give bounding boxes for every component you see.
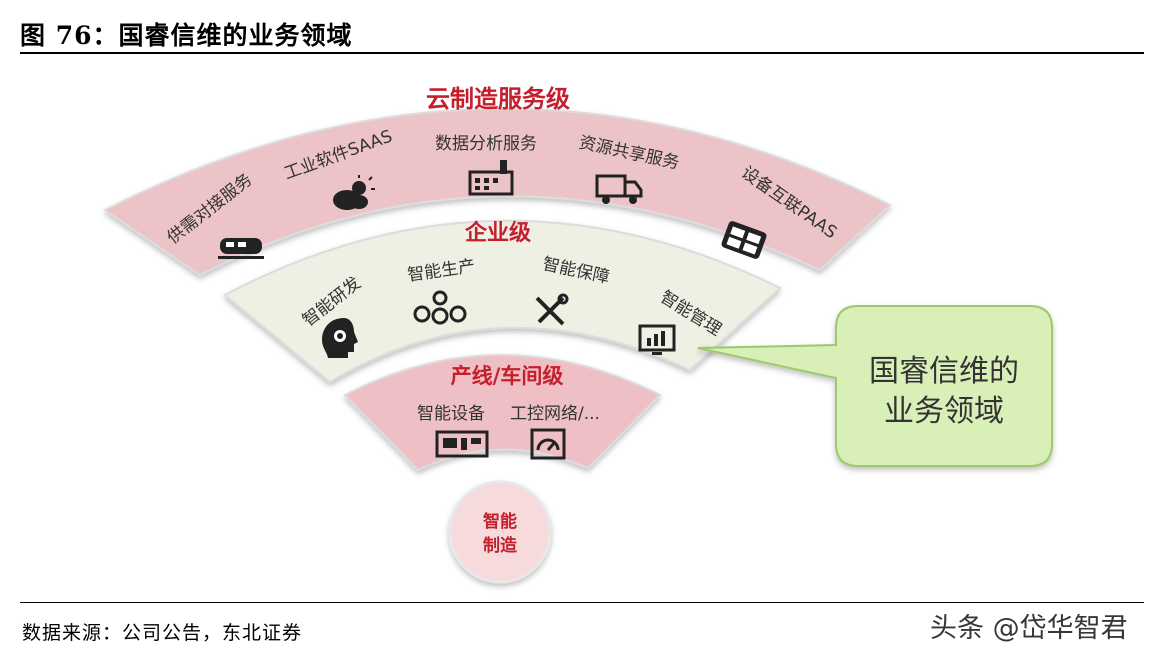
monitor-chart-icon	[638, 324, 676, 355]
callout-label: 国睿信维的业务领域	[869, 354, 1019, 429]
line-level-band	[343, 354, 662, 472]
line-level-title: 产线/车间级	[451, 364, 564, 388]
core-label: 智能制造	[450, 510, 550, 558]
business-domain-diagram: 云制造服务级 企业级 产线/车间级 供需对接服务 工业软件SAAS 数据分析服务…	[103, 85, 1053, 584]
cloud-item-label: 数据分析服务	[435, 134, 537, 154]
head-gear-icon	[322, 318, 358, 358]
tools-icon	[535, 293, 569, 326]
gears-icon	[413, 290, 467, 325]
grid-device-icon	[721, 221, 767, 259]
gauge-icon	[530, 428, 566, 460]
cloud-level-band	[103, 107, 892, 277]
cloud-level-title: 云制造服务级	[426, 85, 570, 113]
callout-bubble	[697, 305, 1053, 467]
core-circle	[448, 480, 552, 584]
callout-text: 国睿信维的业务领域	[850, 352, 1038, 432]
truck-icon	[595, 174, 643, 204]
bottom-rule	[20, 602, 1144, 603]
train-icon	[218, 238, 264, 259]
machine-icon	[435, 430, 489, 458]
line-item-label: 工控网络/...	[510, 404, 600, 424]
enterprise-level-title: 企业级	[464, 220, 531, 246]
watermark: 头条 @岱华智君	[930, 613, 1128, 644]
weather-cloud-icon	[333, 175, 375, 210]
top-rule	[20, 52, 1144, 54]
factory-icon	[468, 160, 514, 196]
line-item-label: 智能设备	[417, 404, 485, 424]
source-note: 数据来源：公司公告，东北证券	[22, 622, 303, 644]
core-title: 智能制造	[483, 512, 517, 556]
figure-title: 图 76：国睿信维的业务领域	[20, 21, 353, 50]
